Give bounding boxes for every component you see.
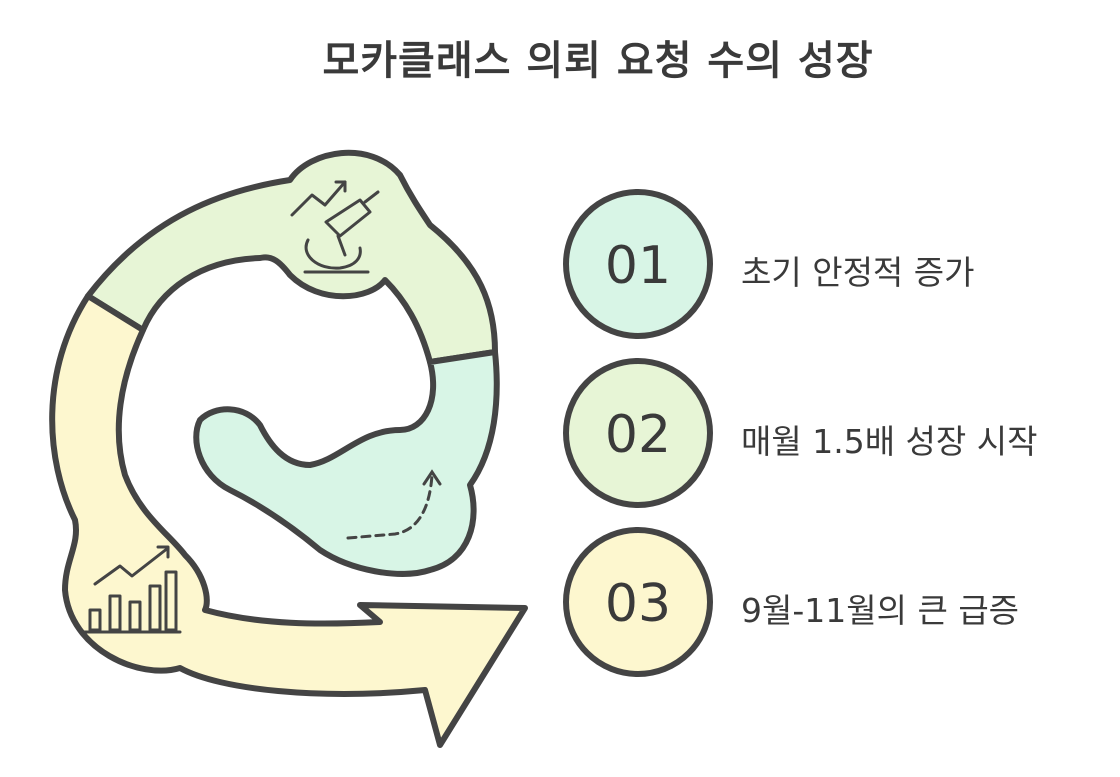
svg-text:03: 03 — [605, 574, 671, 634]
cycle-segment-green — [85, 149, 498, 365]
microscope-growth-icon — [290, 180, 380, 274]
svg-text:01: 01 — [605, 236, 671, 296]
step-label-03: 9월-11월의 큰 급증 — [741, 591, 1020, 630]
step-circle-02: 02 — [563, 358, 713, 508]
bar-chart-growth-icon — [82, 545, 182, 634]
step-label-02: 매월 1.5배 성장 시작 — [741, 422, 1038, 461]
diagram-title: 모카클래스 의뢰 요청 수의 성장 — [322, 38, 874, 84]
step-circle-03: 03 — [563, 527, 713, 677]
cycle-segment-mint — [193, 349, 500, 577]
upward-trend-arrow-icon — [346, 469, 442, 540]
step-label-01: 초기 안정적 증가 — [741, 253, 975, 292]
svg-text:02: 02 — [605, 405, 671, 465]
step-circle-01: 01 — [563, 189, 713, 339]
